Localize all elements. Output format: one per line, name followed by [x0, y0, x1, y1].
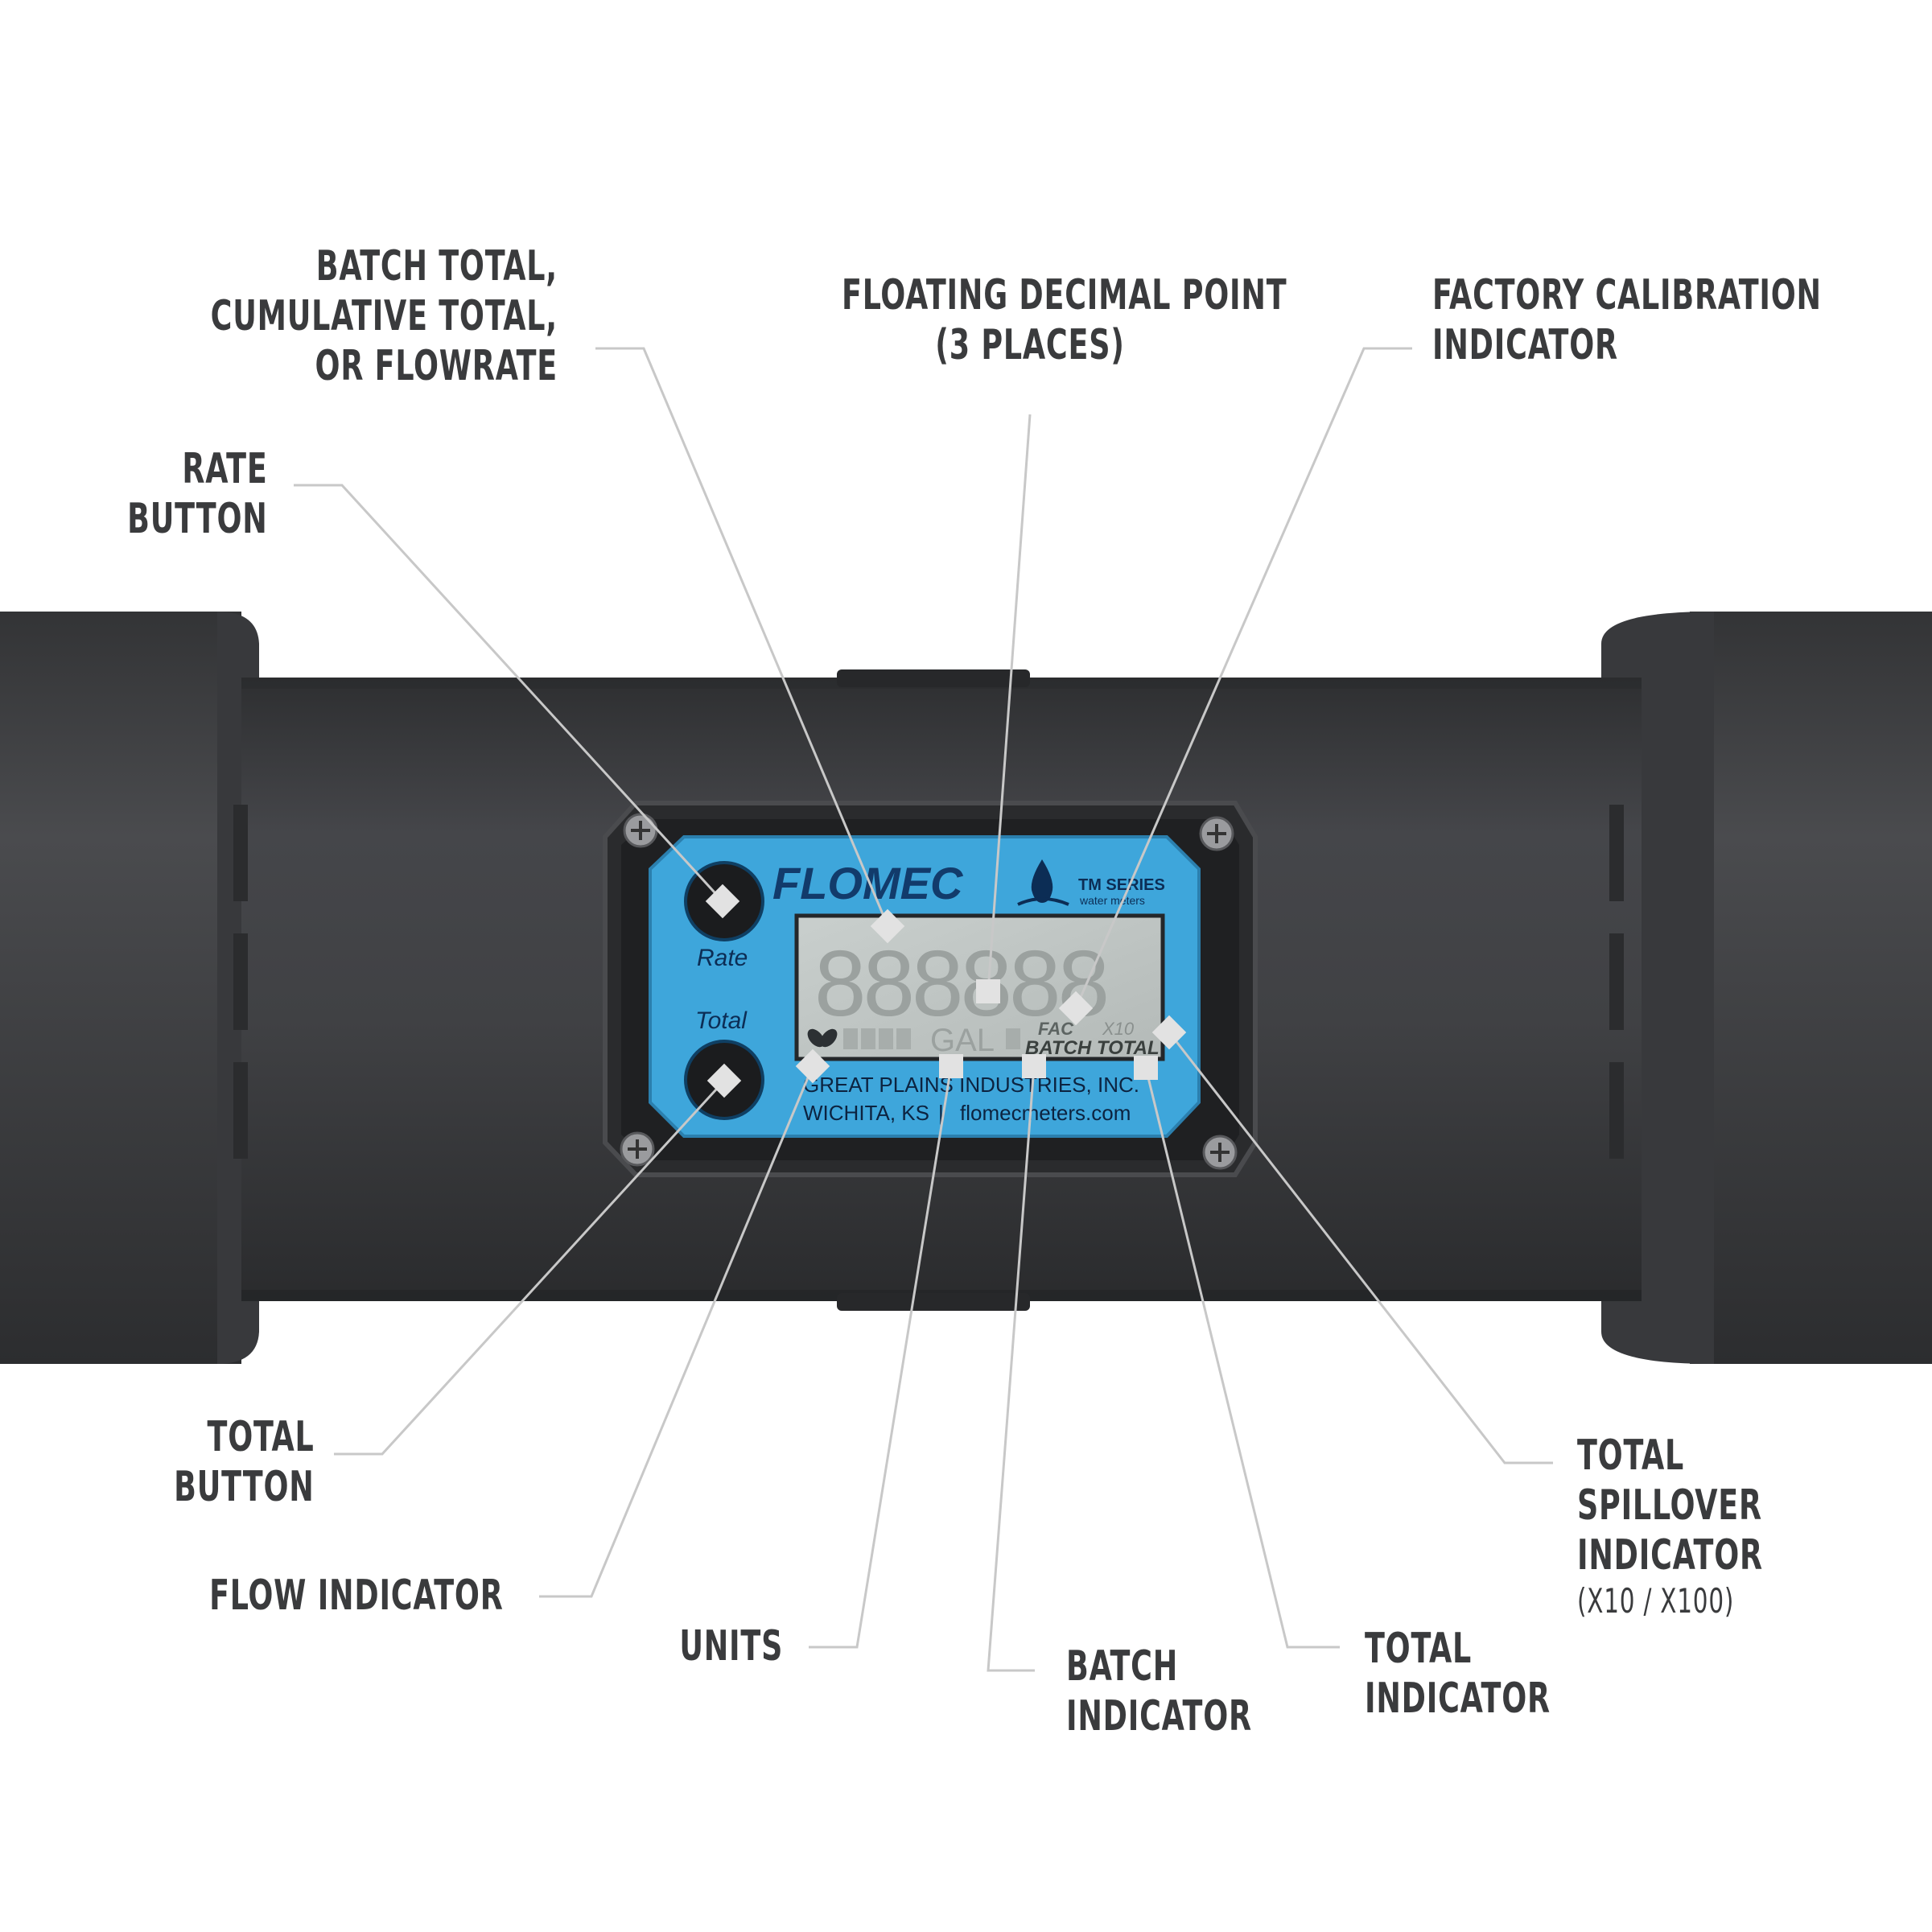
- lcd-x10: X10: [1102, 1019, 1135, 1039]
- flow-indicator-icon: [807, 1028, 838, 1048]
- callout-batch-total: BATCH TOTAL, CUMULATIVE TOTAL, OR FLOWRA…: [211, 241, 558, 391]
- callout-line: BUTTON: [127, 495, 268, 543]
- series-label: TM SERIES: [1078, 876, 1165, 894]
- lcd-fac: FAC: [1038, 1019, 1074, 1039]
- callout-line: UNITS: [679, 1622, 783, 1670]
- callout-total-indicator: TOTAL INDICATOR: [1365, 1624, 1551, 1724]
- callout-line: (3 PLACES): [935, 321, 1125, 369]
- callout-units: UNITS: [679, 1621, 783, 1671]
- callout-line: INDICATOR: [1066, 1692, 1252, 1740]
- lcd-units: GAL: [930, 1023, 995, 1058]
- callout-batch-indicator: BATCH INDICATOR: [1066, 1642, 1252, 1741]
- callout-line: FLOATING DECIMAL POINT: [842, 271, 1287, 319]
- callout-line: INDICATOR: [1577, 1531, 1763, 1580]
- callout-floating-decimal: FLOATING DECIMAL POINT (3 PLACES): [842, 270, 1287, 370]
- pipe-right-end: [1601, 612, 1932, 1364]
- leader-lines: [294, 347, 1553, 1672]
- total-button-label: Total: [695, 1007, 748, 1034]
- callout-line: FACTORY CALIBRATION: [1432, 271, 1822, 319]
- callout-line: BATCH: [1066, 1642, 1179, 1691]
- callout-line: TOTAL: [207, 1413, 315, 1461]
- callout-line: INDICATOR: [1432, 321, 1618, 369]
- callout-rate-button: RATE BUTTON: [128, 444, 268, 544]
- callout-line: (X10 / X100): [1577, 1581, 1735, 1621]
- callout-line: RATE: [182, 445, 268, 493]
- callout-line: BUTTON: [174, 1463, 315, 1511]
- callout-total-spillover: TOTAL SPILLOVER INDICATOR (X10 / X100): [1577, 1431, 1763, 1622]
- callout-line: TOTAL: [1365, 1625, 1473, 1673]
- pipe-left-end: [0, 612, 259, 1364]
- lcd-digits: 888888: [814, 931, 1106, 1036]
- lcd-batch-total: BATCH TOTAL: [1025, 1037, 1160, 1059]
- callout-line: TOTAL: [1577, 1431, 1685, 1480]
- callout-line: INDICATOR: [1365, 1675, 1551, 1723]
- screw-icon: [620, 813, 1238, 1170]
- water-drop-icon: [1017, 859, 1069, 906]
- callout-line: SPILLOVER: [1577, 1481, 1762, 1530]
- company-name: GREAT PLAINS INDUSTRIES, INC.: [803, 1073, 1139, 1097]
- brand-logo: FLOMEC: [772, 858, 964, 908]
- address-separator: |: [938, 1101, 944, 1125]
- callout-factory-calibration: FACTORY CALIBRATION INDICATOR: [1432, 270, 1822, 370]
- website: flomecmeters.com: [960, 1101, 1131, 1125]
- callout-total-button: TOTAL BUTTON: [175, 1412, 315, 1512]
- company-city: WICHITA, KS: [803, 1101, 929, 1125]
- callout-line: CUMULATIVE TOTAL,: [210, 292, 558, 340]
- callout-marker: [705, 884, 1187, 1098]
- callout-flow-indicator: FLOW INDICATOR: [210, 1571, 504, 1621]
- callout-line: BATCH TOTAL,: [315, 242, 558, 290]
- series-sublabel: water meters: [1079, 894, 1145, 907]
- callout-line: OR FLOWRATE: [315, 342, 558, 390]
- rate-button-label: Rate: [697, 945, 748, 971]
- callout-line: FLOW INDICATOR: [209, 1572, 504, 1620]
